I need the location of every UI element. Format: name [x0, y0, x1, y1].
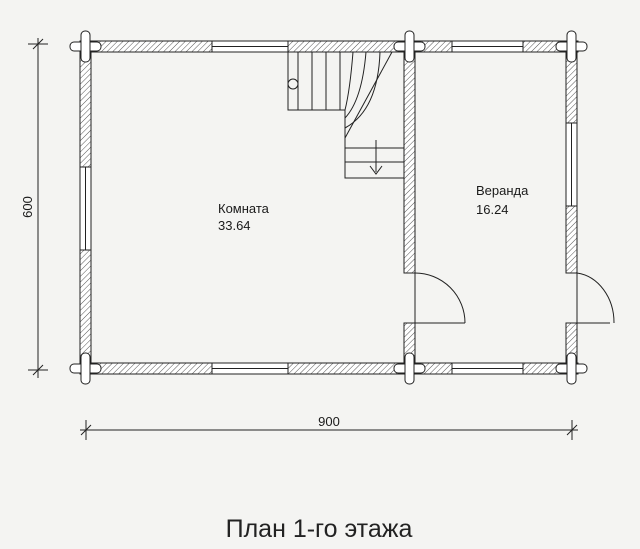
dimension-height-label: 600: [20, 196, 35, 218]
room-label: Комната 33.64: [218, 201, 270, 233]
corner-posts: [69, 30, 588, 385]
room-label: Веранда 16.24: [476, 183, 529, 217]
dimension-vertical: [28, 38, 48, 378]
room-name: Комната: [218, 201, 270, 216]
window: [211, 40, 289, 53]
windows: [79, 40, 578, 375]
staircase: [287, 51, 404, 179]
window: [211, 362, 289, 375]
room-area: 33.64: [218, 218, 251, 233]
room-name: Веранда: [476, 183, 529, 198]
dimension-width-label: 900: [318, 414, 340, 429]
corner-post: [566, 352, 577, 385]
room-area: 16.24: [476, 202, 509, 217]
corner-post: [80, 352, 91, 385]
wall-bottom-middle: [287, 362, 453, 375]
corner-post: [404, 30, 415, 63]
wall-middle-upper: [403, 40, 416, 274]
wall-right-middle: [565, 205, 578, 274]
corner-post: [80, 30, 91, 63]
window: [565, 122, 578, 207]
window: [79, 166, 92, 251]
dimension-horizontal: [80, 420, 578, 440]
door: [414, 272, 466, 324]
window: [451, 40, 524, 53]
corner-post: [404, 352, 415, 385]
corner-post: [566, 30, 577, 63]
plan-caption: План 1-го этажа: [226, 515, 413, 543]
wall-top-middle: [287, 40, 453, 53]
doors: [414, 272, 615, 324]
door: [576, 272, 615, 324]
window: [451, 362, 524, 375]
